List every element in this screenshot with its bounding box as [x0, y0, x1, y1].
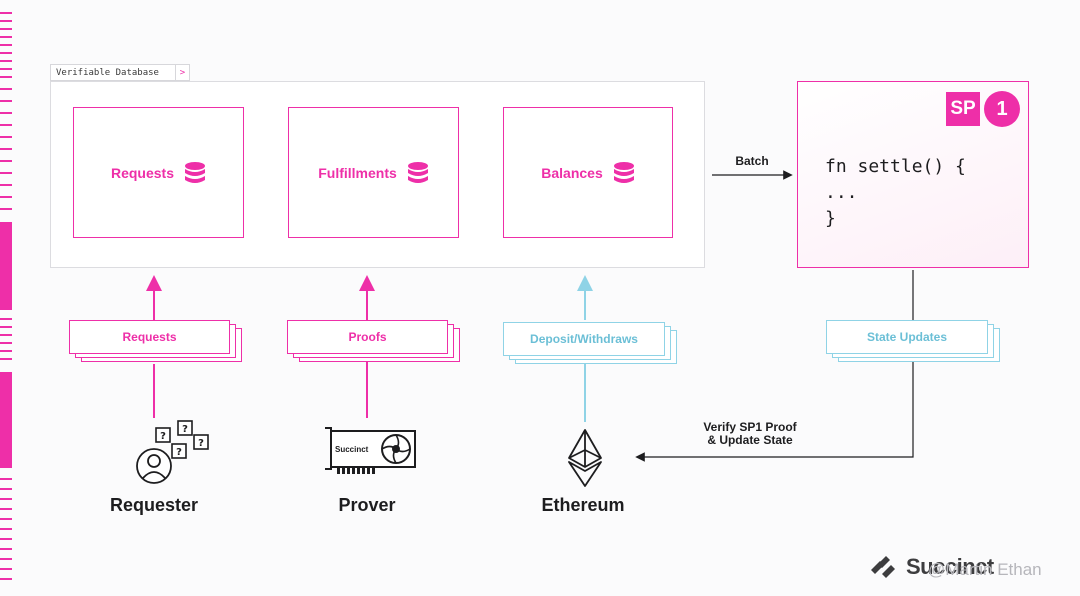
sp1-logo: SP 1 [946, 91, 1020, 127]
requests-card: Requests [69, 320, 230, 354]
state-updates-card: State Updates [826, 320, 988, 354]
database-icon [407, 161, 428, 183]
requests-card-label: Requests [122, 330, 177, 344]
svg-text:?: ? [160, 431, 166, 442]
deposit-withdraws-card-label: Deposit/Withdraws [530, 332, 638, 346]
code-line-signature: fn settle() { [825, 156, 966, 177]
gpu-brand-label: Succinct [335, 445, 369, 454]
svg-text:?: ? [182, 424, 188, 435]
left-edge-decoration [0, 0, 12, 596]
ethereum-icon [568, 429, 602, 487]
verify-proof-label: Verify SP1 Proof & Update State [690, 421, 810, 447]
fulfillments-table-label: Fulfillments [318, 164, 397, 181]
code-line-body: ... [825, 182, 858, 203]
requests-table: Requests [73, 107, 244, 238]
requester-label: Requester [109, 495, 199, 515]
sp1-logo-one: 1 [984, 91, 1020, 127]
code-line-close: } [825, 208, 836, 229]
database-tab: Verifiable Database > [50, 64, 190, 81]
succinct-watermark: Succinct [868, 552, 994, 582]
prover-label: Prover [338, 495, 396, 515]
fulfillments-table: Fulfillments [288, 107, 459, 238]
chevron-right-icon: > [175, 65, 189, 80]
watermark-brand: Succinct [906, 554, 994, 579]
proofs-card: Proofs [287, 320, 448, 354]
balances-table: Balances [503, 107, 673, 238]
batch-label: Batch [735, 154, 769, 168]
svg-text:?: ? [198, 438, 204, 449]
succinct-logo-icon [871, 556, 895, 578]
verify-proof-label-line2: & Update State [707, 433, 793, 447]
deposit-withdraws-card: Deposit/Withdraws [503, 322, 665, 356]
watermark-handle: @Martin Ethan [928, 560, 1042, 579]
database-icon [613, 161, 634, 183]
state-updates-card-label: State Updates [866, 330, 948, 344]
database-tab-label: Verifiable Database [56, 67, 159, 78]
ethereum-label: Ethereum [541, 495, 625, 515]
database-icon [185, 161, 206, 183]
verify-proof-label-line1: Verify SP1 Proof [703, 420, 797, 434]
requests-table-label: Requests [110, 164, 175, 181]
sp1-logo-sp: SP [946, 92, 980, 126]
balances-table-label: Balances [541, 164, 603, 181]
arrow-verify-to-ethereum [635, 360, 914, 462]
requester-icon: ? ? ? ? [136, 420, 209, 484]
proofs-card-label: Proofs [348, 330, 387, 344]
gpu-icon: Succinct [323, 425, 419, 477]
svg-text:?: ? [176, 447, 182, 458]
